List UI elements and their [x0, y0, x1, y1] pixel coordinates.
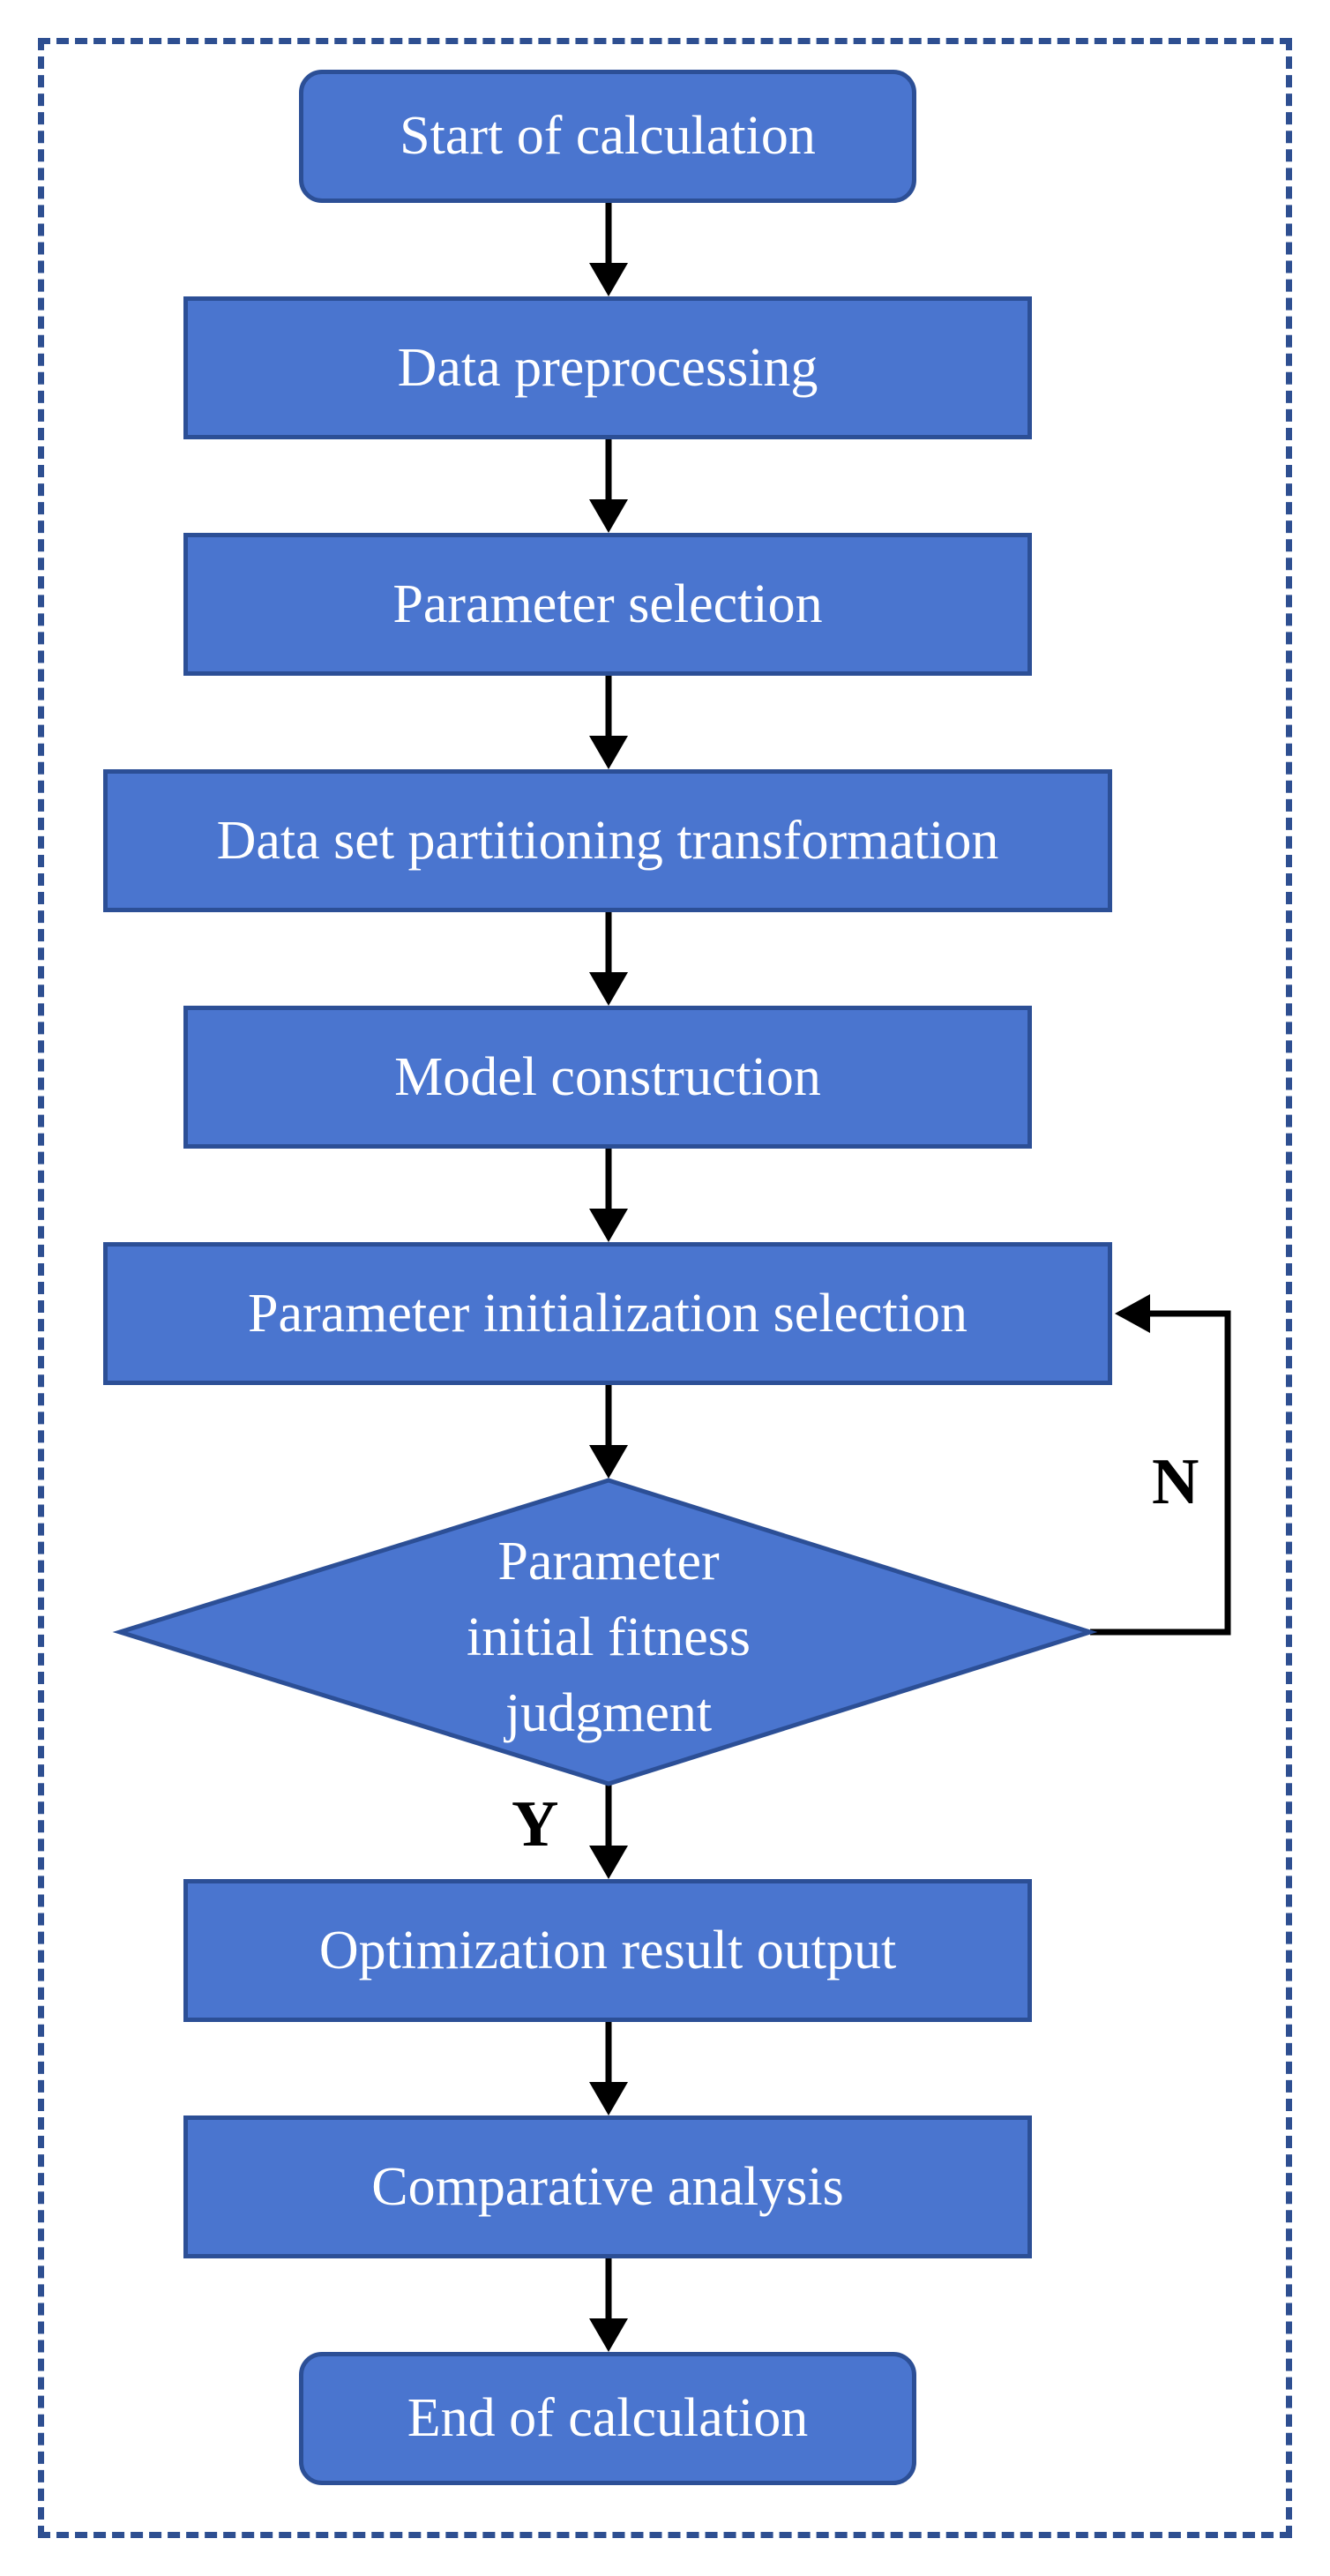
no-label: N: [1152, 1446, 1199, 1518]
step-parameter-initialization: Parameter initialization selection: [103, 1242, 1112, 1385]
start-node: Start of calculation: [299, 70, 916, 203]
step-optimization-output: Optimization result output: [183, 1879, 1032, 2022]
arrow-decision-yes-to-output: [589, 1784, 628, 1879]
decision-line-2: initial fitness: [466, 1607, 751, 1667]
arrow-decision-no-loop: [1090, 1294, 1231, 1636]
step-data-preprocessing: Data preprocessing: [183, 296, 1032, 439]
decision-label: Parameter initial fitness judgment: [415, 1524, 803, 1751]
arrow-start-to-preprocessing: [589, 203, 628, 296]
step-model-construction: Model construction: [183, 1006, 1032, 1149]
arrow-preprocessing-to-selection: [589, 439, 628, 533]
arrow-selection-to-partitioning: [589, 676, 628, 769]
arrow-partitioning-to-model: [589, 912, 628, 1006]
step-comparative-analysis: Comparative analysis: [183, 2115, 1032, 2258]
step-data-set-partitioning: Data set partitioning transformation: [103, 769, 1112, 912]
dashed-frame: [38, 38, 1292, 2538]
arrow-initialization-to-decision: [589, 1385, 628, 1479]
arrow-comparative-to-end: [589, 2258, 628, 2352]
end-node: End of calculation: [299, 2352, 916, 2485]
yes-label: Y: [512, 1788, 559, 1861]
arrow-model-to-initialization: [589, 1149, 628, 1242]
decision-line-1: Parameter: [497, 1531, 720, 1591]
step-parameter-selection: Parameter selection: [183, 533, 1032, 676]
decision-line-3: judgment: [504, 1683, 713, 1743]
arrow-output-to-comparative: [589, 2022, 628, 2115]
decision-diamond: [112, 1478, 1098, 1786]
